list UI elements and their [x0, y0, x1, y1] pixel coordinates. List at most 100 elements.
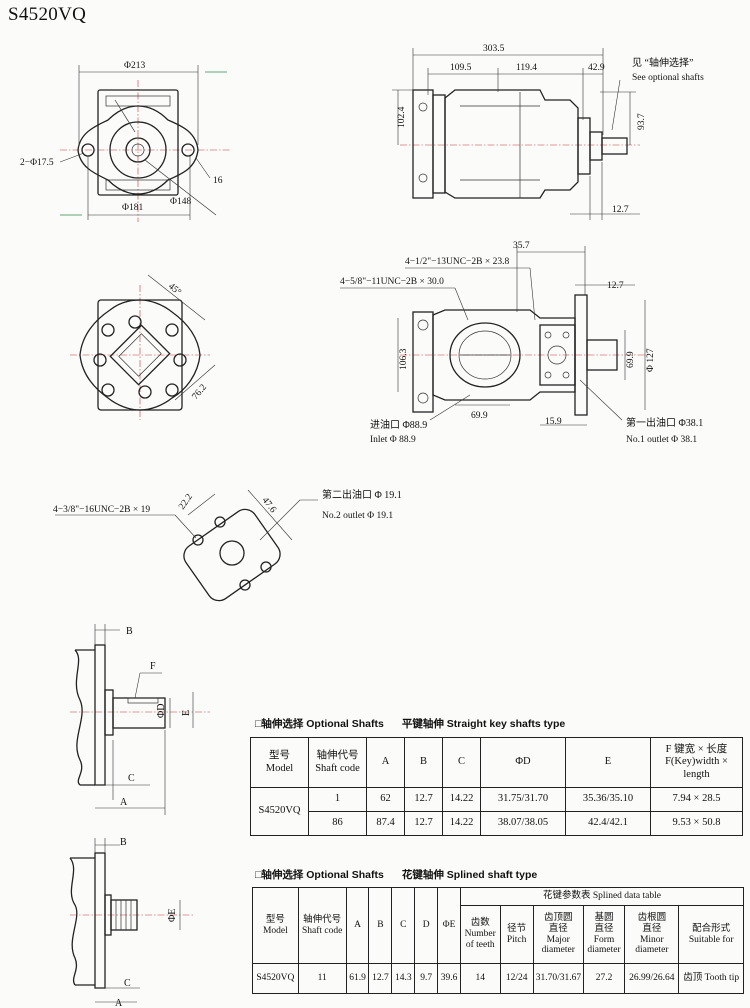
dim-3035: 303.5: [483, 44, 505, 54]
dim-699a: 69.9: [471, 411, 488, 421]
key-hdr-a: A: [366, 737, 405, 788]
dim-762: 76.2: [191, 383, 210, 402]
key-cell: 7.94 × 28.5: [650, 787, 743, 812]
dim-429: 42.9: [588, 63, 605, 73]
table-row: S4520VQ 1 62 12.7 14.22 31.75/31.70 35.3…: [250, 787, 743, 836]
dim-1095: 109.5: [450, 63, 472, 73]
dim-2phi175: 2−Φ17.5: [20, 158, 54, 168]
dim-937: 93.7: [637, 113, 647, 130]
key-cell: 38.07/38.05: [480, 811, 566, 836]
port-view: 35.7 12.7 4−1/2"−13UNC−2B × 23.8 4−5/8"−…: [340, 241, 703, 445]
spline-shaft-view: B ΦE C A: [69, 837, 195, 1008]
inlet-en: Inlet Φ 88.9: [370, 435, 416, 445]
shaft-dim-e: E: [181, 710, 192, 716]
spline-cell: 12/24: [499, 963, 534, 994]
spline-cell: S4520VQ: [252, 963, 299, 994]
page-title: S4520VQ: [8, 4, 87, 25]
spline-table-section: □轴伸选择 Optional Shafts: [255, 869, 384, 881]
outlet-flange-view: 4−3/8"−16UNC−2B × 19 22.2 47.6 第二出油口 Φ 1…: [53, 488, 402, 602]
dim-16: 16: [213, 176, 223, 186]
key-hdr-b: B: [404, 737, 443, 788]
spline-table-subtitle: 花键轴伸 Splined shaft type: [401, 869, 538, 881]
shaft-dim-a: A: [120, 797, 128, 808]
spline-hdr-a: A: [345, 887, 370, 964]
spline-dim-e: ΦE: [167, 909, 178, 922]
key-cell: 35.36/35.10: [565, 787, 651, 812]
shaft-dim-d: ΦD: [156, 703, 167, 718]
outlet2-en: No.2 outlet Φ 19.1: [322, 511, 393, 521]
key-cell: 62: [366, 787, 405, 812]
dim-159: 15.9: [545, 417, 562, 427]
spline-hdr-e: ΦE: [437, 887, 461, 964]
key-cell: 87.4: [366, 811, 405, 836]
front-view: Φ213 Φ181 Φ148 2−Φ17.5 16: [20, 61, 230, 222]
outlet1-cn: 第一出油口 Φ38.1: [626, 416, 703, 429]
shaft-dim-f: F: [150, 661, 156, 672]
table-row: 86 87.4 12.7 14.22 38.07/38.05 42.4/42.1…: [251, 811, 743, 836]
outlet2-cn: 第二出油口 Φ 19.1: [322, 488, 402, 501]
key-cell: 12.7: [404, 811, 443, 836]
key-cell: 1: [308, 787, 367, 812]
inlet-cn: 进油口 Φ88.9: [370, 418, 427, 431]
dim-699b: 69.9: [626, 351, 636, 368]
spline-cell: 14.3: [391, 963, 416, 994]
dim-phi127: Φ 127: [646, 348, 656, 372]
dim-127b: 12.7: [607, 281, 624, 291]
dim-357: 35.7: [513, 241, 530, 251]
dim-222: 22.2: [177, 492, 195, 512]
key-cell: 31.75/31.70: [480, 787, 566, 812]
dim-phi213: Φ213: [124, 61, 145, 71]
dim-phi148: Φ148: [170, 197, 191, 207]
key-cell: 9.53 × 50.8: [650, 811, 743, 836]
dim-phi181: Φ181: [122, 203, 143, 213]
side-view: 303.5 109.5 119.4 42.9 102.4 93.7 12.7 见…: [392, 44, 704, 220]
spline-cell: 61.9: [345, 963, 370, 994]
spline-hdr-b: B: [368, 887, 393, 964]
spline-hdr-c: C: [391, 887, 416, 964]
rear-view: 45° 76.2: [70, 274, 216, 420]
key-table-section: □轴伸选择 Optional Shafts: [255, 718, 384, 730]
spline-cell: 12.7: [368, 963, 393, 994]
key-cell: 14.22: [442, 811, 481, 836]
outlet1-en: No.1 outlet Φ 38.1: [626, 435, 697, 445]
spline-cell: 26.99/26.64: [624, 963, 680, 994]
spline-table-heading: □轴伸选择 Optional Shafts 花键轴伸 Splined shaft …: [255, 867, 555, 882]
dim-4-58unc: 4−5/8"−11UNC−2B × 30.0: [340, 277, 444, 287]
key-cell: 14.22: [442, 787, 481, 812]
spline-dim-a: A: [115, 998, 123, 1008]
key-cell: 86: [308, 811, 367, 836]
dim-1024: 102.4: [397, 106, 407, 128]
key-model-cell: S4520VQ: [250, 787, 309, 836]
dim-45deg: 45°: [166, 281, 183, 298]
dim-4-12unc: 4−1/2"−13UNC−2B × 23.8: [405, 257, 509, 267]
dim-476: 47.6: [260, 496, 278, 515]
spline-cell: 9.7: [414, 963, 439, 994]
spline-cell: 31.70/31.67: [532, 963, 584, 994]
table-row: S4520VQ 11 61.9 12.7 14.3 9.7 39.6 14 12…: [252, 963, 744, 994]
see-optional-cn: 见 “轴伸选择”: [632, 56, 693, 69]
spline-dim-c: C: [124, 978, 131, 989]
key-hdr-d: ΦD: [480, 737, 566, 788]
dim-127a: 12.7: [612, 205, 629, 215]
key-cell: 42.4/42.1: [565, 811, 651, 836]
spline-cell: 14: [459, 963, 501, 994]
shaft-dim-b: B: [126, 626, 133, 637]
shaft-dim-c: C: [128, 773, 135, 784]
spline-cell: 39.6: [437, 963, 461, 994]
